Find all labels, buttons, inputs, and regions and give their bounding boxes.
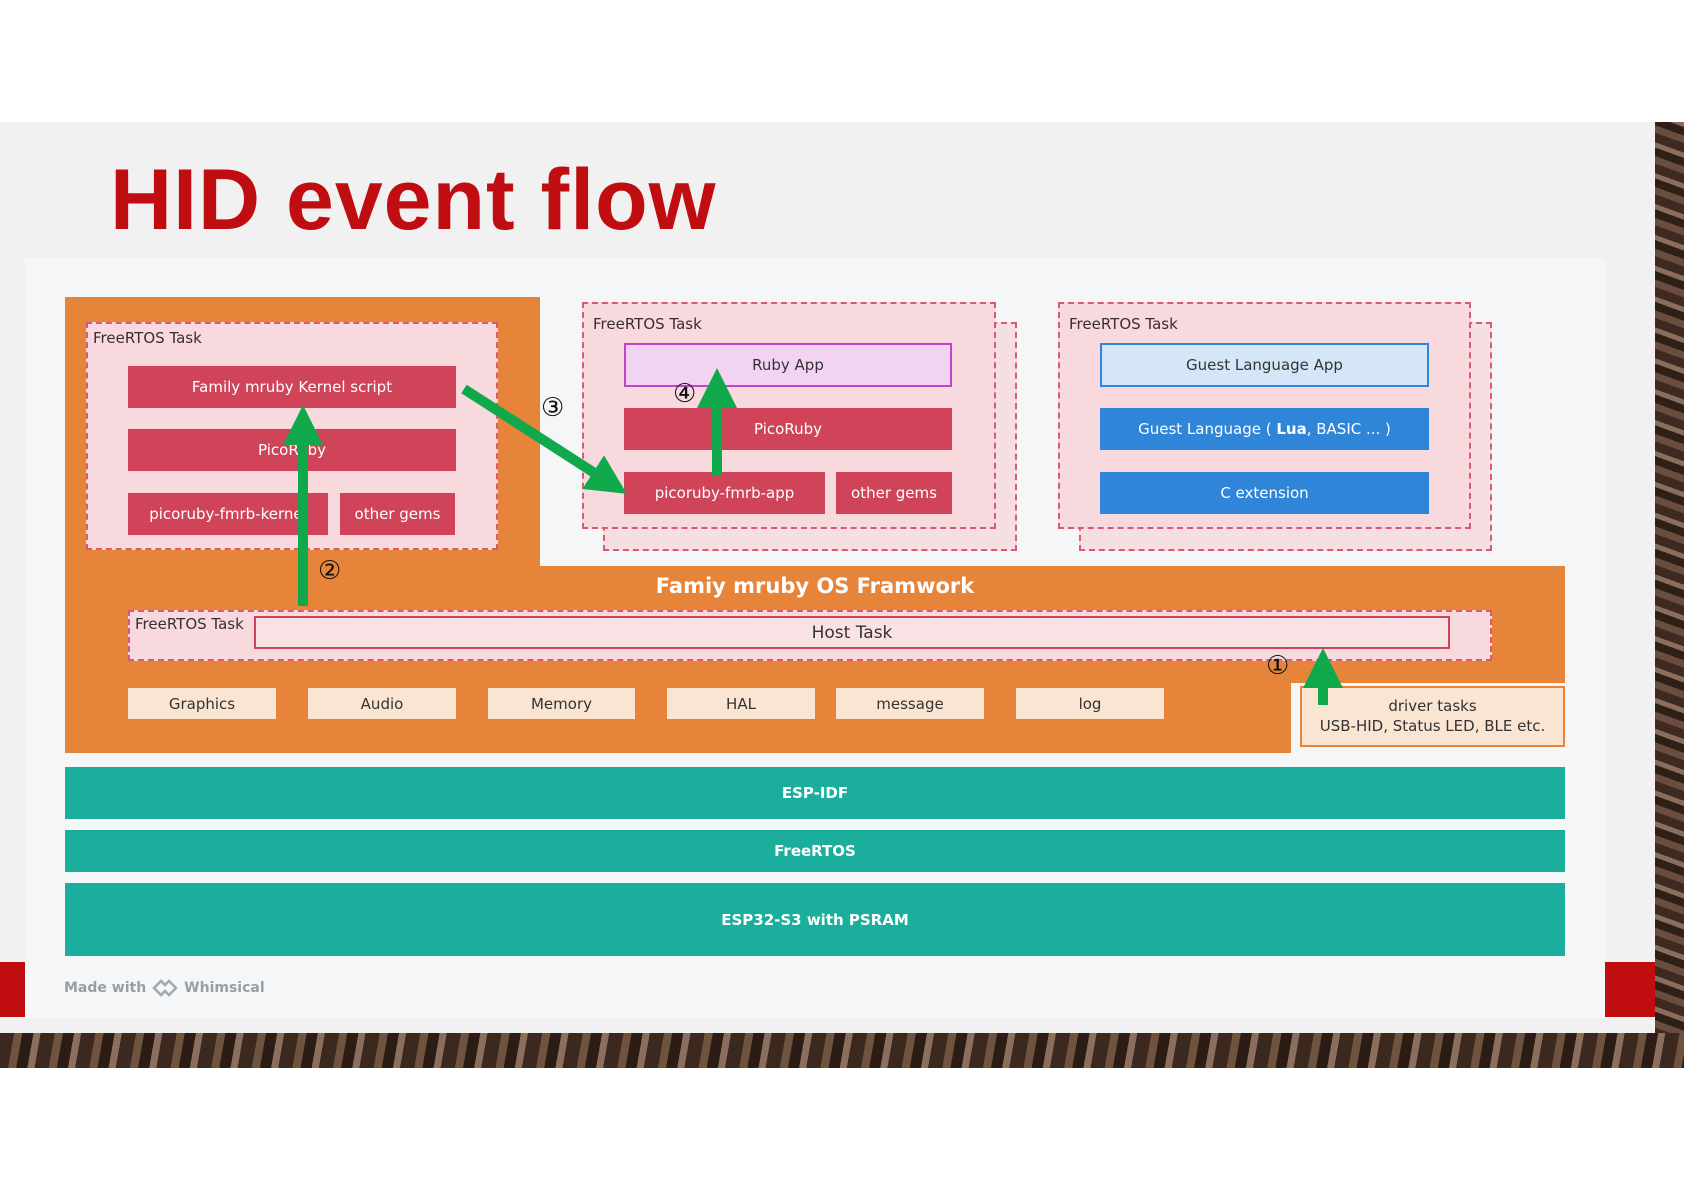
host-task-label: FreeRTOS Task: [135, 615, 244, 633]
graphics-box: Graphics: [128, 688, 276, 719]
made-with-text: Made with: [64, 980, 147, 996]
guest-task-label: FreeRTOS Task: [1069, 315, 1178, 333]
guest-language-prefix: Guest Language (: [1138, 420, 1277, 438]
log-box: log: [1016, 688, 1164, 719]
hal-box: HAL: [667, 688, 815, 719]
guest-language-lua: Lua: [1276, 420, 1307, 438]
brick-wall-bottom: [0, 1033, 1684, 1068]
step3-label: ③: [541, 393, 565, 423]
kernel-task-label: FreeRTOS Task: [93, 329, 202, 347]
kernel-gem-box: picoruby-fmrb-kernel: [128, 493, 328, 535]
c-extension-box: C extension: [1100, 472, 1429, 514]
slide-title: HID event flow: [110, 152, 717, 248]
framework-title: Famiy mruby OS Framwork: [655, 574, 975, 598]
whimsical-logo-icon: [152, 979, 178, 997]
driver-tasks-title: driver tasks: [1388, 697, 1477, 715]
audio-box: Audio: [308, 688, 456, 719]
whimsical-brand-text: Whimsical: [184, 980, 265, 996]
guest-language-suffix: , BASIC ... ): [1306, 420, 1391, 438]
guest-language-box: Guest Language ( Lua, BASIC ... ): [1100, 408, 1429, 450]
guest-app-box: Guest Language App: [1100, 343, 1429, 387]
freertos-layer: FreeRTOS: [65, 830, 1565, 872]
whimsical-footer: Made with Whimsical: [64, 978, 265, 998]
message-box: message: [836, 688, 984, 719]
driver-tasks-detail: USB-HID, Status LED, BLE etc.: [1319, 717, 1546, 735]
step1-label: ①: [1266, 651, 1290, 681]
memory-box: Memory: [488, 688, 635, 719]
app-other-gems-box: other gems: [836, 472, 952, 514]
step4-label: ④: [673, 379, 697, 409]
app-task-label: FreeRTOS Task: [593, 315, 702, 333]
host-task-box: Host Task: [254, 616, 1450, 649]
red-accent-right: [1600, 962, 1655, 1017]
app-gem-box: picoruby-fmrb-app: [624, 472, 825, 514]
ruby-app-box: Ruby App: [624, 343, 952, 387]
esp32-layer: ESP32-S3 with PSRAM: [65, 883, 1565, 956]
step2-label: ②: [318, 556, 342, 586]
kernel-other-gems-box: other gems: [340, 493, 455, 535]
app-picoruby-box: PicoRuby: [624, 408, 952, 450]
kernel-script-box: Family mruby Kernel script: [128, 366, 456, 408]
brick-wall-right: [1655, 122, 1684, 1068]
step3-arrow: [461, 384, 627, 494]
driver-tasks-box: driver tasks USB-HID, Status LED, BLE et…: [1300, 686, 1565, 747]
esp-idf-layer: ESP-IDF: [65, 767, 1565, 819]
